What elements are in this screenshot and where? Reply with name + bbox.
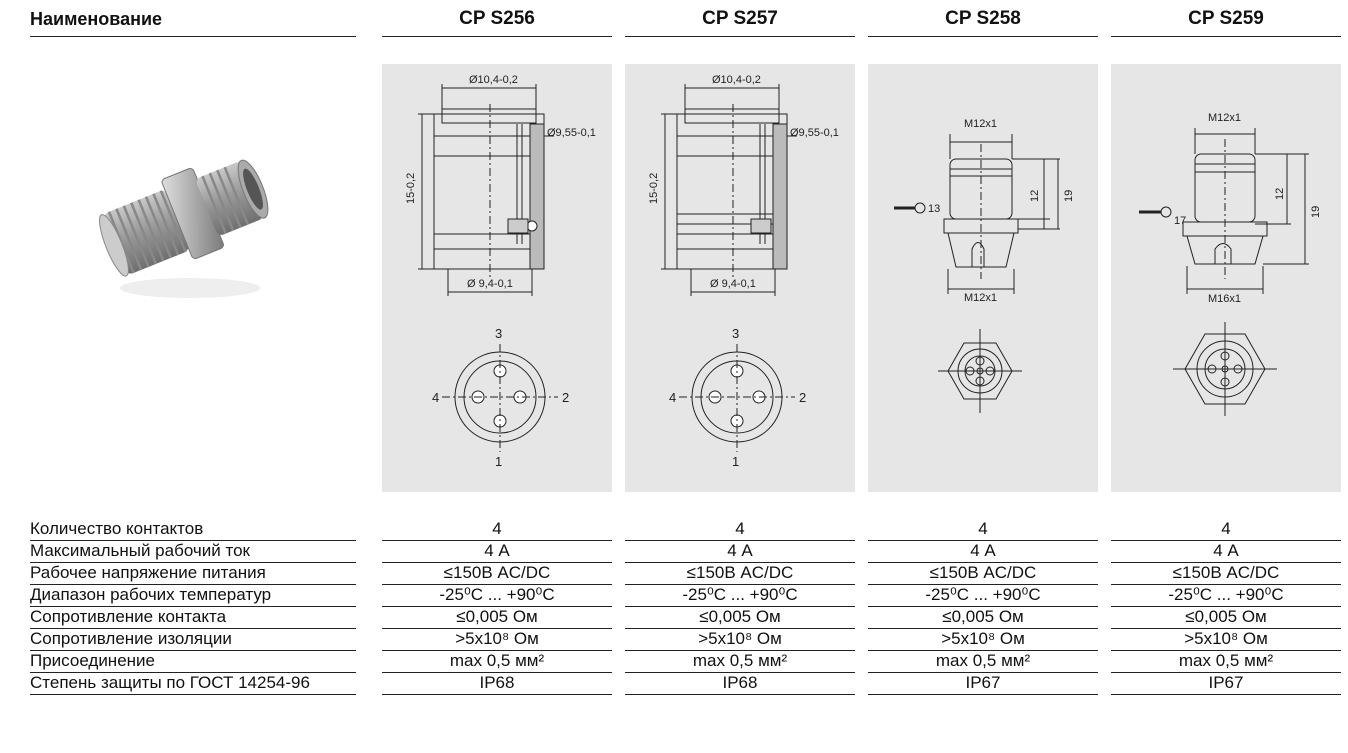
spec-value-s257: 4 А	[625, 541, 855, 563]
drawing-s259: M12x1 M16x1 17 12 19	[1139, 112, 1322, 416]
connector-photo	[99, 159, 269, 298]
spec-value-s258: max 0,5 мм²	[868, 651, 1098, 673]
dim-height-s257: 15-0,2	[648, 173, 660, 204]
thread-top-s258: M12x1	[964, 118, 997, 130]
spec-value-s257: max 0,5 мм²	[625, 651, 855, 673]
spec-value-s258: 4	[868, 519, 1098, 541]
spec-value-s259: max 0,5 мм²	[1111, 651, 1341, 673]
spec-label: Количество контактов	[30, 519, 356, 541]
dim-d-right-s256: Ø9,55-0,1	[547, 127, 596, 139]
spec-label: Сопротивление контакта	[30, 607, 356, 629]
column-header-name: Наименование	[30, 4, 356, 37]
pin-label-4-s257: 4	[669, 390, 676, 405]
column-header-s256: CP S256	[382, 4, 612, 37]
spec-value-s257: 4	[625, 519, 855, 541]
dim-h2-s259: 19	[1310, 206, 1322, 218]
pin-label-3-s257: 3	[732, 326, 739, 341]
spec-row-temperature: Диапазон рабочих температур -25⁰C ... +9…	[0, 585, 1348, 607]
spec-value-s259: ≤150В AC/DC	[1111, 563, 1341, 585]
dim-h2-s258: 19	[1063, 190, 1075, 202]
spec-row-connection: Присоединение max 0,5 мм² max 0,5 мм² ma…	[0, 651, 1348, 673]
spec-label: Сопротивление изоляции	[30, 629, 356, 651]
spec-value-s258: ≤150В AC/DC	[868, 563, 1098, 585]
spec-value-s256: ≤0,005 Ом	[382, 607, 612, 629]
dim-h1-s259: 12	[1274, 188, 1286, 200]
thread-bottom-s259: M16x1	[1208, 293, 1241, 305]
spec-value-s257: ≤150В AC/DC	[625, 563, 855, 585]
spec-value-s256: >5x10⁸ Ом	[382, 629, 612, 651]
spec-value-s257: -25⁰C ... +90⁰C	[625, 585, 855, 607]
spec-value-s258: 4 А	[868, 541, 1098, 563]
pin-label-2-s257: 2	[799, 390, 806, 405]
spec-value-s257: IP68	[625, 673, 855, 695]
spec-value-s259: -25⁰C ... +90⁰C	[1111, 585, 1341, 607]
spec-value-s258: >5x10⁸ Ом	[868, 629, 1098, 651]
dim-h1-s258: 12	[1029, 190, 1041, 202]
spec-row-current: Максимальный рабочий ток 4 А 4 А 4 А 4 А	[0, 541, 1348, 563]
spec-value-s259: >5x10⁸ Ом	[1111, 629, 1341, 651]
pin-label-4-s256: 4	[432, 390, 439, 405]
spec-value-s259: 4	[1111, 519, 1341, 541]
spec-value-s256: -25⁰C ... +90⁰C	[382, 585, 612, 607]
spec-value-s259: 4 А	[1111, 541, 1341, 563]
spec-value-s258: -25⁰C ... +90⁰C	[868, 585, 1098, 607]
drawing-s256: Ø10,4-0,2 Ø9,55-0,1 15-0,2 Ø 9,4-0,1 3 4…	[405, 74, 596, 469]
spec-value-s257: ≤0,005 Ом	[625, 607, 855, 629]
spec-value-s256: max 0,5 мм²	[382, 651, 612, 673]
drawing-panel-s256: Ø10,4-0,2 Ø9,55-0,1 15-0,2 Ø 9,4-0,1 3 4…	[382, 64, 612, 492]
spec-row-voltage: Рабочее напряжение питания ≤150В AC/DC ≤…	[0, 563, 1348, 585]
spec-label: Диапазон рабочих температур	[30, 585, 356, 607]
spec-value-s256: ≤150В AC/DC	[382, 563, 612, 585]
spec-value-s257: >5x10⁸ Ом	[625, 629, 855, 651]
dim-d-bottom-s256: Ø 9,4-0,1	[467, 278, 513, 290]
pin-label-2-s256: 2	[562, 390, 569, 405]
spec-label: Степень защиты по ГОСТ 14254-96	[30, 673, 356, 695]
spec-value-s258: ≤0,005 Ом	[868, 607, 1098, 629]
pin-label-3-s256: 3	[495, 326, 502, 341]
spec-label: Рабочее напряжение питания	[30, 563, 356, 585]
spec-value-s256: IP68	[382, 673, 612, 695]
spec-value-s256: 4 А	[382, 541, 612, 563]
drawing-panel-s259: M12x1 M16x1 17 12 19	[1111, 64, 1341, 492]
dim-height-s256: 15-0,2	[405, 173, 417, 204]
wrench-size-s258: 13	[928, 203, 940, 215]
thread-bottom-s258: M12x1	[964, 292, 997, 304]
spec-row-protection: Степень защиты по ГОСТ 14254-96 IP68 IP6…	[0, 673, 1348, 695]
spec-row-insulation: Сопротивление изоляции >5x10⁸ Ом >5x10⁸ …	[0, 629, 1348, 651]
column-header-s257: CP S257	[625, 4, 855, 37]
spec-value-s259: ≤0,005 Ом	[1111, 607, 1341, 629]
dim-d-right-s257: Ø9,55-0,1	[790, 127, 839, 139]
pin-label-1-s257: 1	[732, 454, 739, 469]
spec-value-s259: IP67	[1111, 673, 1341, 695]
spec-row-contact-resistance: Сопротивление контакта ≤0,005 Ом ≤0,005 …	[0, 607, 1348, 629]
spec-value-s256: 4	[382, 519, 612, 541]
drawing-panel-s258: M12x1 M12x1 13 12 19	[868, 64, 1098, 492]
drawing-panel-s257: Ø10,4-0,2 Ø9,55-0,1 15-0,2 Ø 9,4-0,1 3 4…	[625, 64, 855, 492]
spec-label: Максимальный рабочий ток	[30, 541, 356, 563]
drawing-s257: Ø10,4-0,2 Ø9,55-0,1 15-0,2 Ø 9,4-0,1 3 4…	[648, 74, 839, 469]
dim-d-top-s257: Ø10,4-0,2	[712, 74, 761, 86]
spec-label: Присоединение	[30, 651, 356, 673]
drawing-s258: M12x1 M12x1 13 12 19	[894, 118, 1075, 413]
spec-row-contacts: Количество контактов 4 4 4 4	[0, 519, 1348, 541]
dim-d-top-s256: Ø10,4-0,2	[469, 74, 518, 86]
thread-top-s259: M12x1	[1208, 112, 1241, 124]
spec-value-s258: IP67	[868, 673, 1098, 695]
column-header-s259: CP S259	[1111, 4, 1341, 37]
dim-d-bottom-s257: Ø 9,4-0,1	[710, 278, 756, 290]
wrench-size-s259: 17	[1174, 215, 1186, 227]
column-header-s258: CP S258	[868, 4, 1098, 37]
pin-label-1-s256: 1	[495, 454, 502, 469]
